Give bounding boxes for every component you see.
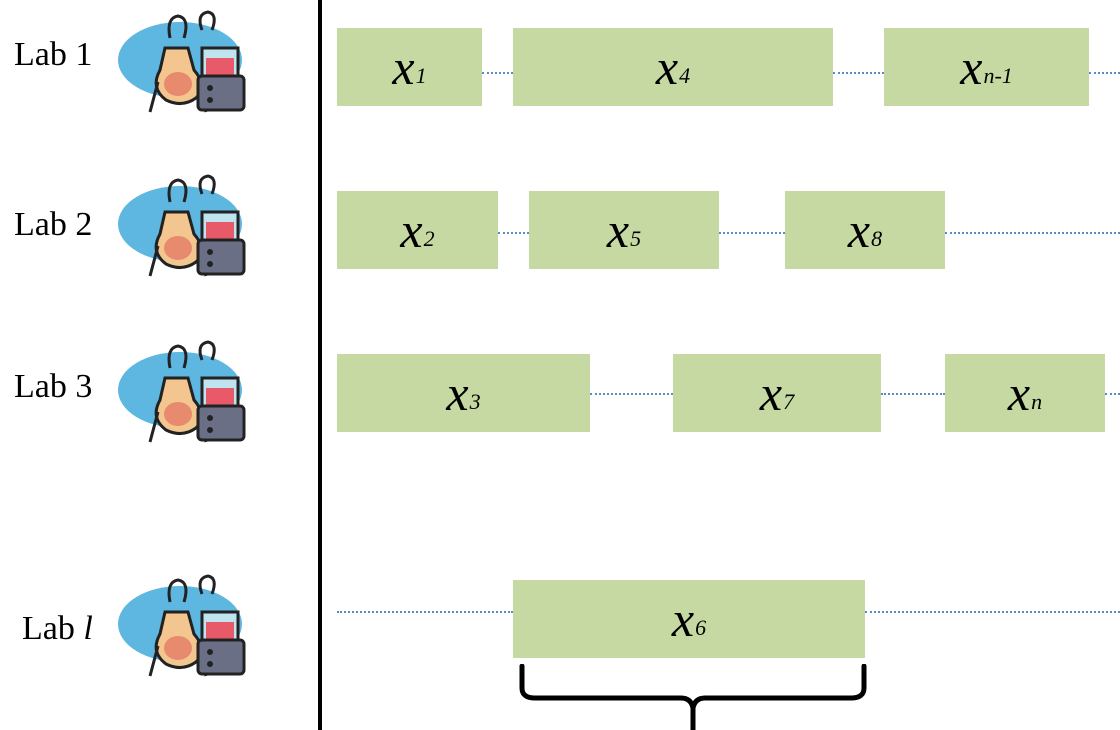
timeline-dotted-line [590, 393, 673, 395]
timeline-dotted-line [881, 393, 945, 395]
timeline-dotted-line [945, 232, 1120, 234]
duration-brace [519, 664, 867, 730]
timeline-dotted-line [833, 72, 884, 74]
timeline-dotted-line [337, 611, 513, 613]
vertical-divider [318, 0, 322, 730]
lab-label-3: Lab 3 [14, 368, 93, 405]
timeline-dotted-line [482, 72, 513, 74]
lab-label-l: Lab l [22, 610, 93, 647]
chemistry-flask-icon [118, 340, 246, 443]
timeline-dotted-line [1089, 72, 1120, 74]
timeline-dotted-line [1105, 393, 1120, 395]
lab-label-1: Lab 1 [14, 36, 93, 73]
chemistry-flask-icon [118, 174, 246, 277]
chemistry-flask-icon [118, 574, 246, 677]
timeline-dotted-line [719, 232, 785, 234]
timeline-dotted-line [498, 232, 529, 234]
timeline-dotted-line [865, 611, 1120, 613]
lab-label-2: Lab 2 [14, 206, 93, 243]
chemistry-flask-icon [118, 10, 246, 113]
